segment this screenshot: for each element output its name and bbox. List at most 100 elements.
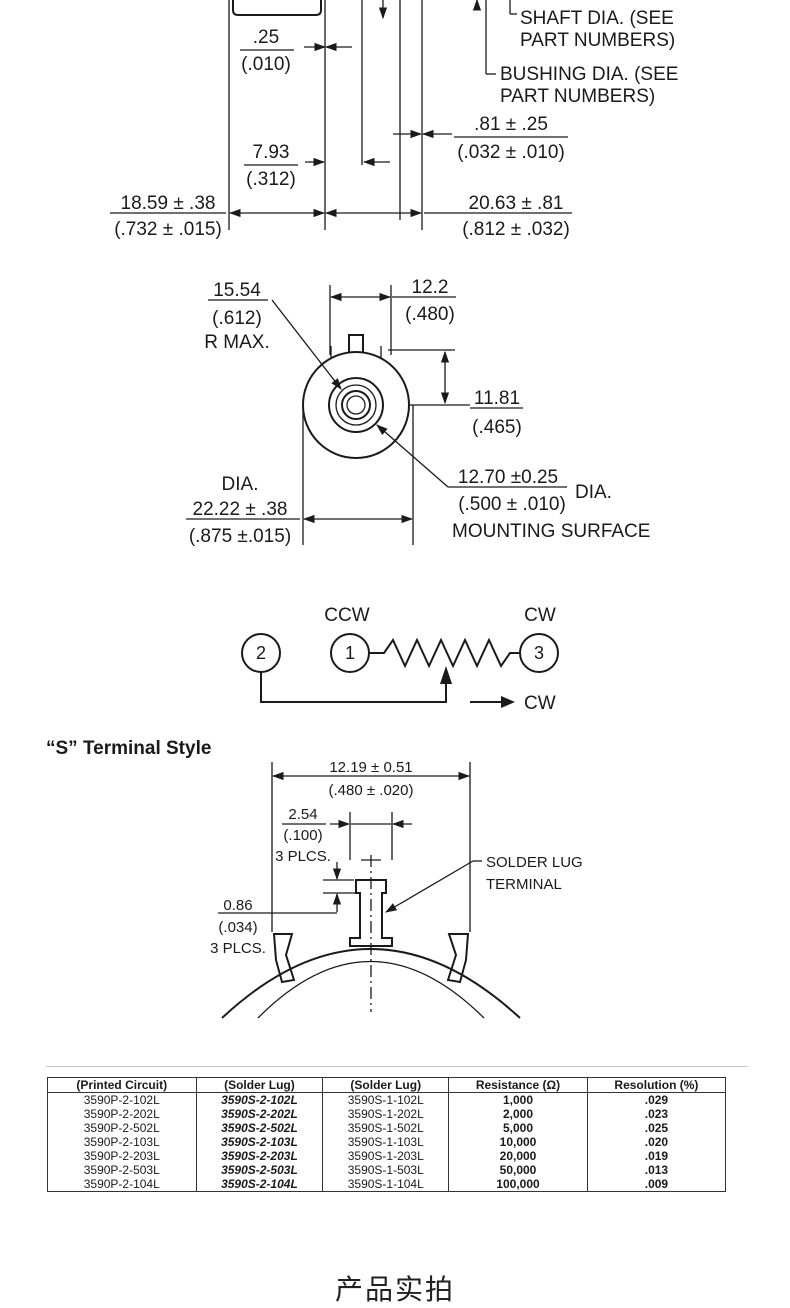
dia-suffix: DIA. [575,482,612,503]
cw-label-top: CW [524,605,556,626]
cell-resistance: 2,000 [448,1107,588,1121]
front-view: 12.2 (.480) 11.81 (.465) 15.54 (.612) R … [186,277,650,547]
dim-081-inch: (.032 ± .010) [457,142,565,163]
header-resolution: Resolution (%) [586,1077,727,1093]
terminal-3-label: 3 [534,643,544,663]
cell-solder-lug-2: 3590S-2-102L [195,1092,324,1107]
dim-793: 7.93 [253,142,290,163]
s-terminal-drawing: 12.19 ± 0.51 (.480 ± .020) 2.54 (.100) 3… [210,759,583,1019]
cell-resistance: 50,000 [448,1163,588,1177]
cell-resolution: .013 [586,1163,727,1177]
section-divider [46,1066,748,1067]
cell-solder-lug-2: 3590S-2-503L [195,1163,324,1177]
cell-printed-circuit: 3590P-2-202L [47,1107,197,1121]
footer-title: 产品实拍 [334,1273,455,1306]
cell-resolution: .009 [586,1177,727,1192]
cell-resistance: 10,000 [448,1135,588,1149]
dim-086-inch: (.034) [218,919,257,936]
cell-resolution: .019 [586,1149,727,1163]
header-solder-lug-2: (Solder Lug) [195,1077,324,1093]
dim-2222: 22.22 ± .38 [193,499,288,520]
resistor [369,637,520,669]
cell-resolution: .029 [586,1092,727,1107]
cell-resistance: 1,000 [448,1092,588,1107]
body-outline-top [232,0,322,16]
dim-1859: 18.59 ± .38 [121,193,216,214]
cw-arrow-label: CW [524,693,556,714]
terminal-1-label: 1 [345,643,355,663]
dim-254: 2.54 [288,806,317,823]
dim-086: 0.86 [223,897,252,914]
cell-solder-lug-2: 3590S-2-202L [195,1107,324,1121]
solder-lug-line-1: SOLDER LUG [486,854,583,871]
dim-1181-inch: (.465) [472,417,522,438]
dim-1859-inch: (.732 ± .015) [114,219,222,240]
cell-resolution: .025 [586,1121,727,1135]
shaft-circle [341,390,371,420]
dim-1270-inch: (.500 ± .010) [458,494,566,515]
dim-2063: 20.63 ± .81 [469,193,564,214]
cell-printed-circuit: 3590P-2-102L [47,1092,197,1107]
body-circle [302,351,410,459]
dim-122-inch: (.480) [405,304,455,325]
table-header-row: (Printed Circuit) (Solder Lug) (Solder L… [47,1077,727,1093]
cell-solder-lug-1: 3590S-1-102L [322,1092,450,1107]
dim-793-inch: (.312) [246,169,296,190]
cell-resistance: 20,000 [448,1149,588,1163]
left-bracket [272,933,296,984]
cell-resolution: .020 [586,1135,727,1149]
schematic: 2 1 3 CCW CW CW [241,605,559,714]
r-max-label: R MAX. [204,332,269,353]
dim-1219-inch: (.480 ± .020) [329,782,414,799]
bushing-note-line-1: BUSHING DIA. (SEE [500,64,678,85]
header-solder-lug-1: (Solder Lug) [322,1077,450,1093]
dim-1554: 15.54 [213,280,261,301]
shaft-note-line-1: SHAFT DIA. (SEE [520,8,674,29]
cell-resistance: 100,000 [448,1177,588,1192]
dia-label: DIA. [222,474,259,495]
dim-025: .25 [253,27,279,48]
cell-solder-lug-1: 3590S-1-203L [322,1149,450,1163]
cell-printed-circuit: 3590P-2-103L [47,1135,197,1149]
dim-081: .81 ± .25 [474,114,548,135]
cell-printed-circuit: 3590P-2-203L [47,1149,197,1163]
cell-solder-lug-2: 3590S-2-203L [195,1149,324,1163]
solder-lug-terminal [349,879,393,947]
dim-1181: 11.81 [474,388,520,409]
header-printed-circuit: (Printed Circuit) [47,1077,197,1093]
dim-1219: 12.19 ± 0.51 [329,759,412,776]
mounting-surface-label: MOUNTING SURFACE [452,521,650,542]
bushing-circle [328,377,384,433]
dim-2063-inch: (.812 ± .032) [462,219,570,240]
cell-solder-lug-1: 3590S-1-202L [322,1107,450,1121]
side-view: .25 (.010) .81 ± .25 (.032 ± .010) 7.93 … [110,0,678,240]
part-number-table: (Printed Circuit) (Solder Lug) (Solder L… [47,1077,727,1192]
cell-solder-lug-1: 3590S-1-103L [322,1135,450,1149]
plcs-label-2: 3 PLCS. [210,940,266,957]
bushing-note-line-2: PART NUMBERS) [500,86,655,107]
cell-solder-lug-2: 3590S-2-103L [195,1135,324,1149]
dim-1554-inch: (.612) [212,308,262,329]
dim-025-inch: (.010) [241,54,291,75]
s-terminal-heading: “S” Terminal Style [46,738,212,759]
plcs-label-1: 3 PLCS. [275,848,331,865]
dim-254-inch: (.100) [283,827,322,844]
stop-tab [348,334,364,352]
cell-solder-lug-1: 3590S-1-104L [322,1177,450,1192]
cell-resolution: .023 [586,1107,727,1121]
cell-solder-lug-2: 3590S-2-502L [195,1121,324,1135]
dim-2222-inch: (.875 ±.015) [189,526,291,547]
shaft-note-line-2: PART NUMBERS) [520,30,675,51]
header-resistance: Resistance (Ω) [448,1077,588,1093]
terminal-2-label: 2 [256,643,266,663]
cell-printed-circuit: 3590P-2-503L [47,1163,197,1177]
cell-solder-lug-1: 3590S-1-503L [322,1163,450,1177]
cell-resistance: 5,000 [448,1121,588,1135]
